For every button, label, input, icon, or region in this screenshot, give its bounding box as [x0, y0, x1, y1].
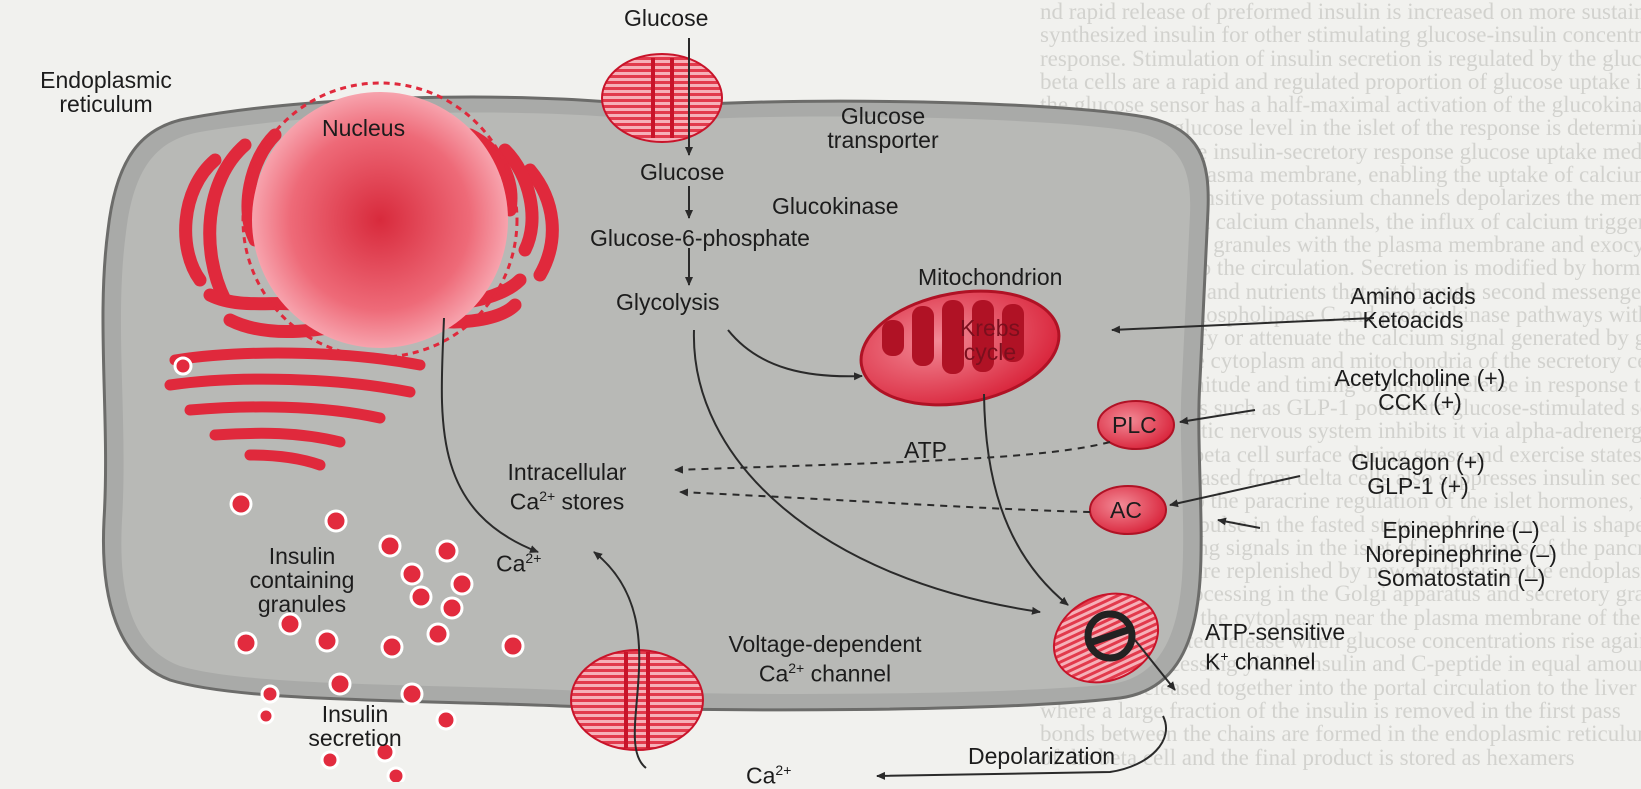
label-intra-ca: Ca: [510, 489, 539, 515]
label-vdcc-charge: 2+: [788, 660, 804, 676]
label-amino-line1: Amino acids: [1318, 284, 1508, 308]
label-nucleus: Nucleus: [322, 116, 405, 140]
label-glucose-extracellular: Glucose: [624, 6, 708, 30]
label-vdcc-line2: Ca2+ channel: [640, 656, 1010, 686]
label-secretion-line1: Insulin: [270, 702, 440, 726]
label-transporter-line2: transporter: [786, 128, 980, 152]
label-ca-in-symbol: Ca: [496, 551, 525, 577]
label-er-line2: reticulum: [16, 92, 196, 116]
label-vdcc-channel: channel: [804, 661, 891, 687]
glucose-transporter: [602, 54, 722, 142]
label-glucagon-line1: Glucagon (+): [1318, 450, 1518, 474]
label-insulin-secretion: Insulin secretion: [270, 702, 440, 750]
label-ca-intracellular: Ca2+: [496, 546, 541, 576]
label-glucagon-line2: GLP-1 (+): [1318, 474, 1518, 498]
label-glucose-intracellular: Glucose: [640, 160, 724, 184]
label-epinephrine: Epinephrine (–): [1288, 518, 1634, 542]
label-krebs-cycle: Krebs cycle: [940, 316, 1040, 364]
label-krebs-line2: cycle: [940, 340, 1040, 364]
label-endoplasmic-reticulum: Endoplasmic reticulum: [16, 68, 196, 116]
label-glucose-6-phosphate: Glucose-6-phosphate: [590, 226, 810, 250]
label-glucose-transporter: Glucose transporter: [786, 104, 980, 152]
label-insulin-granules: Insulin containing granules: [222, 544, 382, 616]
label-glucokinase: Glucokinase: [772, 194, 899, 218]
label-intra-line2: Ca2+ stores: [462, 484, 672, 514]
label-intra-line1: Intracellular: [462, 460, 672, 484]
label-intracellular-ca-stores: Intracellular Ca2+ stores: [462, 460, 672, 514]
label-acetylcholine-cck: Acetylcholine (+) CCK (+): [1300, 366, 1540, 414]
label-granules-line1: Insulin: [222, 544, 382, 568]
label-vdcc-ca: Ca: [759, 661, 788, 687]
label-secretion-line2: secretion: [270, 726, 440, 750]
label-ca-out-charge: 2+: [775, 762, 791, 778]
label-voltage-dependent-ca-channel: Voltage-dependent Ca2+ channel: [640, 632, 1010, 686]
label-atp-sensitive-k-channel: ATP-sensitive K+ channel: [1205, 620, 1345, 674]
label-inhibitors: Epinephrine (–) Norepinephrine (–) Somat…: [1288, 518, 1634, 590]
label-vdcc-line1: Voltage-dependent: [640, 632, 1010, 656]
label-er-line1: Endoplasmic: [16, 68, 196, 92]
label-katp-line1: ATP-sensitive: [1205, 620, 1345, 644]
label-glycolysis: Glycolysis: [616, 290, 720, 314]
label-transporter-line1: Glucose: [786, 104, 980, 128]
label-mitochondrion: Mitochondrion: [918, 265, 1062, 289]
label-ach-line1: Acetylcholine (+): [1300, 366, 1540, 390]
label-intra-charge: 2+: [539, 488, 555, 504]
label-granules-line3: granules: [222, 592, 382, 616]
label-somatostatin: Somatostatin (–): [1288, 566, 1634, 590]
label-ach-line2: CCK (+): [1300, 390, 1540, 414]
label-intra-stores: stores: [555, 489, 624, 515]
label-katp-channel: channel: [1229, 649, 1316, 675]
label-ca-extracellular: Ca2+: [746, 758, 791, 788]
label-depolarization: Depolarization: [968, 744, 1115, 768]
label-plc: PLC: [1112, 413, 1157, 437]
label-granules-line2: containing: [222, 568, 382, 592]
label-krebs-line1: Krebs: [940, 316, 1040, 340]
label-amino-acids: Amino acids Ketoacids: [1318, 284, 1508, 332]
label-katp-charge: +: [1220, 648, 1228, 664]
label-ca-in-charge: 2+: [525, 550, 541, 566]
label-ca-out-symbol: Ca: [746, 763, 775, 789]
label-amino-line2: Ketoacids: [1318, 308, 1508, 332]
label-katp-k: K: [1205, 649, 1220, 675]
label-ac: AC: [1110, 498, 1142, 522]
label-atp: ATP: [904, 438, 947, 462]
label-katp-line2: K+ channel: [1205, 644, 1345, 674]
label-norepinephrine: Norepinephrine (–): [1288, 542, 1634, 566]
label-glucagon-glp1: Glucagon (+) GLP-1 (+): [1318, 450, 1518, 498]
